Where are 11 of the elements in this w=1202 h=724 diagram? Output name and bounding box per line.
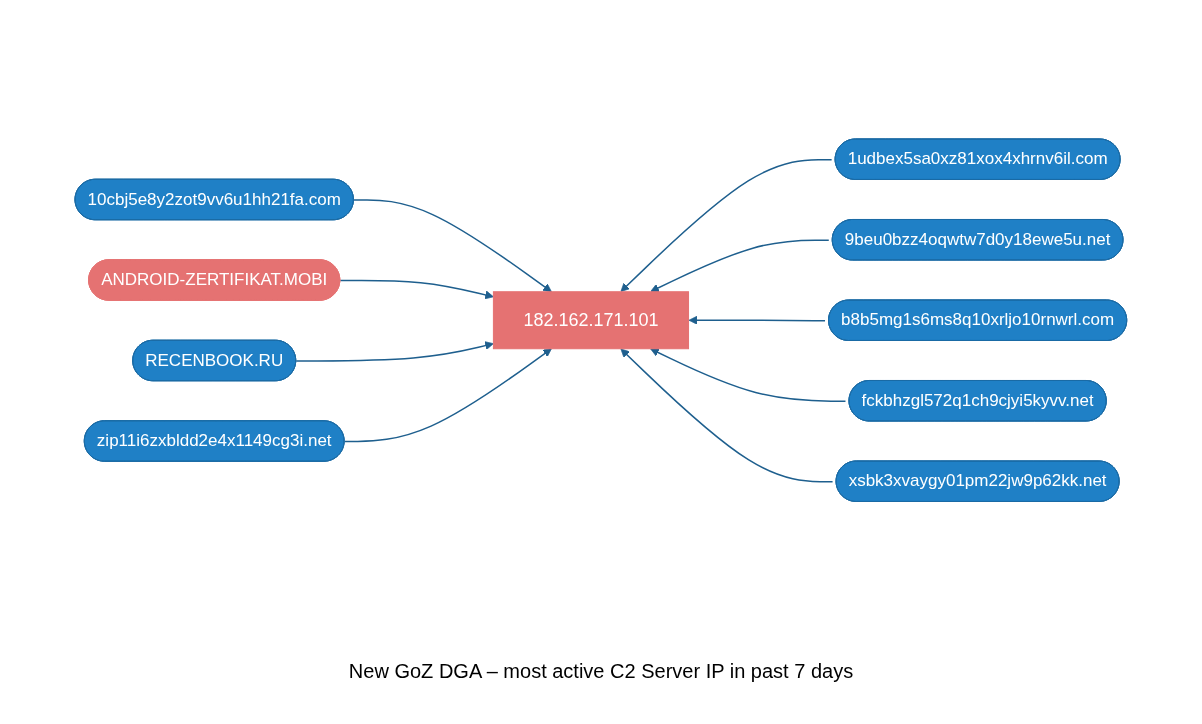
arrow [620, 158, 833, 292]
arrow [650, 348, 847, 402]
arrow [353, 198, 552, 292]
arrow [650, 239, 830, 292]
arrow [688, 315, 826, 325]
arrow [339, 279, 494, 299]
node-box: 182.162.171.101 [493, 291, 690, 349]
caption: New GoZ DGA – most active C2 Server IP in past 7 days [348, 660, 854, 683]
arrow [295, 341, 494, 362]
arrow [344, 348, 552, 442]
arrow [620, 348, 834, 483]
